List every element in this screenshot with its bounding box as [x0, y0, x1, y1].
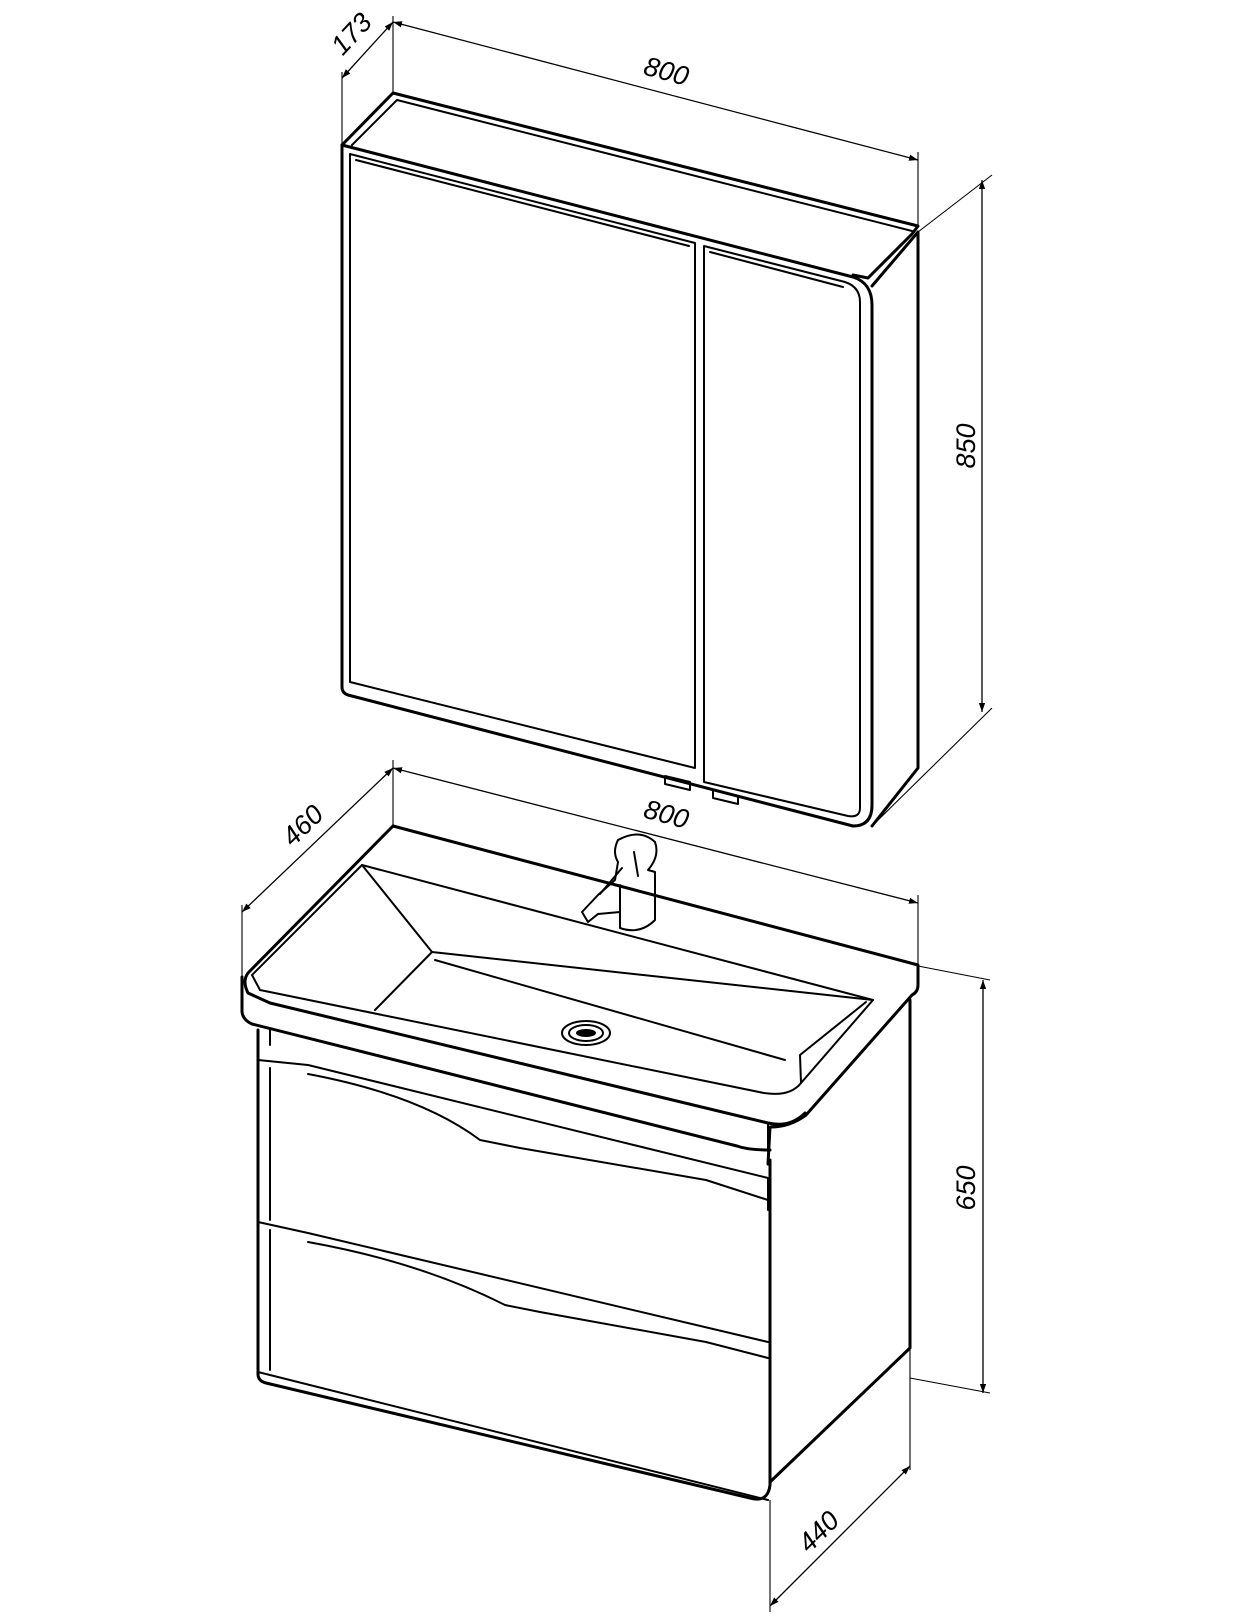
dimension-lines: [241, 16, 993, 1612]
drain-icon: [561, 1020, 611, 1046]
dim-label-cabinet-height: 850: [951, 423, 981, 468]
dim-label-basin-depth: 460: [276, 799, 329, 852]
vanity-unit: [240, 824, 920, 1501]
faucet-icon: [581, 833, 658, 932]
dim-label-vanity-height: 650: [951, 1165, 981, 1210]
dim-label-basin-width: 800: [641, 794, 692, 835]
dim-label-cabinet-depth: 173: [325, 7, 378, 60]
dim-label-vanity-depth: 440: [792, 1505, 845, 1558]
mirror-cabinet: [340, 91, 920, 828]
dim-label-cabinet-width: 800: [641, 51, 692, 92]
